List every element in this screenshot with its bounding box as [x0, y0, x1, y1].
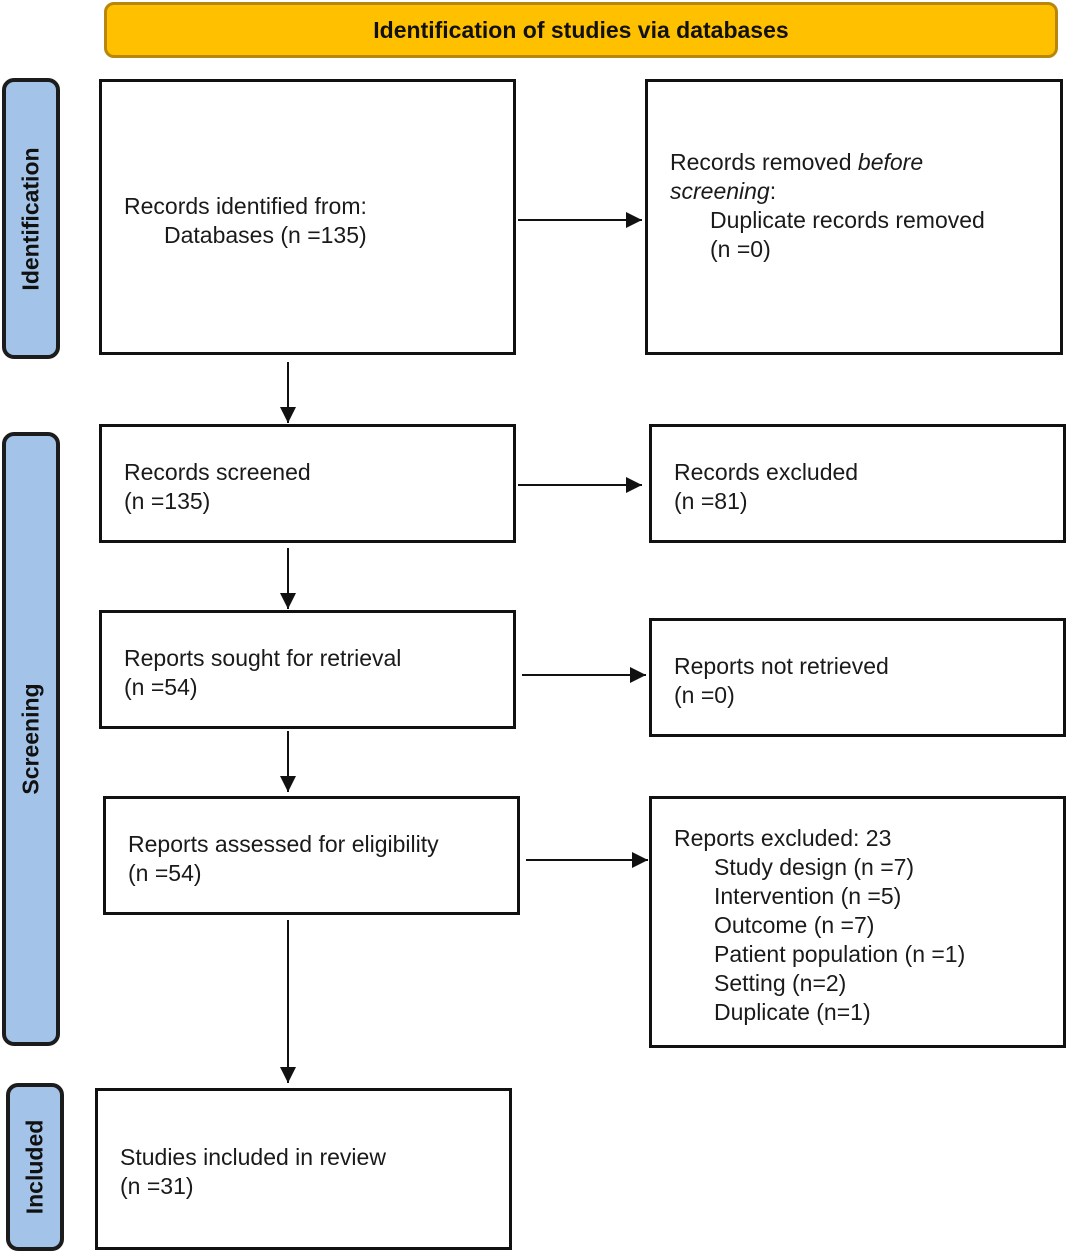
- box-reports-assessed: Reports assessed for eligibility (n =54): [103, 796, 520, 915]
- phase-identification: Identification: [2, 78, 60, 359]
- records-removed-line2: Duplicate records removed: [710, 207, 985, 233]
- box-records-identified: Records identified from: Databases (n =1…: [99, 79, 516, 355]
- reports-not-retrieved-line1: Reports not retrieved: [674, 653, 889, 679]
- records-excluded-line1: Records excluded: [674, 459, 859, 485]
- phase-included: Included: [6, 1083, 64, 1251]
- header-title: Identification of studies via databases: [373, 16, 789, 43]
- exclusion-reason: Intervention (n =5): [714, 883, 902, 909]
- exclusion-reason: Outcome (n =7): [714, 912, 875, 938]
- exclusion-reason: Setting (n=2): [714, 970, 847, 996]
- records-removed-line1: Records removed before: [670, 148, 985, 177]
- box-records-screened: Records screened (n =135): [99, 424, 516, 543]
- exclusion-reason: Study design (n =7): [714, 854, 915, 880]
- exclusion-reason: Patient population (n =1): [714, 941, 966, 967]
- records-removed-part1: Records removed: [670, 149, 858, 175]
- studies-included-line2: (n =31): [120, 1173, 194, 1199]
- records-screened-line1: Records screened: [124, 459, 311, 485]
- records-identified-line1: Records identified from:: [124, 193, 367, 219]
- box-reports-excluded: Reports excluded: 23 Study design (n =7)…: [649, 796, 1066, 1048]
- box-reports-not-retrieved: Reports not retrieved (n =0): [649, 618, 1066, 737]
- records-removed-line3: (n =0): [710, 236, 771, 262]
- records-screened-line2: (n =135): [124, 488, 211, 514]
- box-records-removed: Records removed before screening: Duplic…: [645, 79, 1063, 355]
- phase-screening: Screening: [2, 432, 60, 1046]
- box-reports-sought: Reports sought for retrieval (n =54): [99, 610, 516, 729]
- reports-excluded-title: Reports excluded: 23: [674, 825, 892, 851]
- reports-sought-line1: Reports sought for retrieval: [124, 645, 402, 671]
- reports-sought-line2: (n =54): [124, 674, 198, 700]
- records-removed-part2: before: [857, 149, 924, 175]
- records-identified-line2: Databases (n =135): [164, 222, 367, 248]
- header-banner: Identification of studies via databases: [104, 2, 1058, 58]
- reports-not-retrieved-line2: (n =0): [674, 682, 735, 708]
- box-studies-included: Studies included in review (n =31): [95, 1088, 512, 1250]
- box-records-excluded: Records excluded (n =81): [649, 424, 1066, 543]
- records-removed-part3: screening: [670, 178, 770, 204]
- studies-included-line1: Studies included in review: [120, 1144, 386, 1170]
- exclusion-reason: Duplicate (n=1): [714, 999, 871, 1025]
- reports-assessed-line2: (n =54): [128, 860, 202, 886]
- records-removed-part4: :: [769, 178, 777, 204]
- records-excluded-line2: (n =81): [674, 488, 748, 514]
- reports-assessed-line1: Reports assessed for eligibility: [128, 831, 439, 857]
